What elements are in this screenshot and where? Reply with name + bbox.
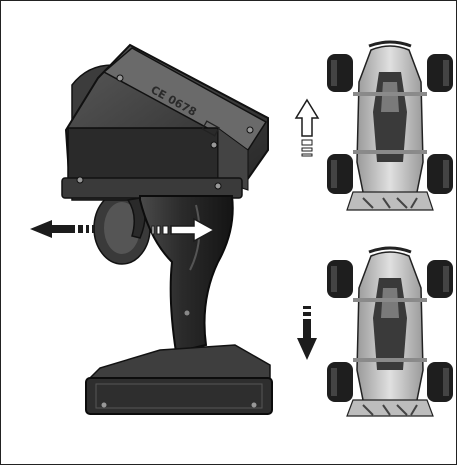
screw-icon [76, 176, 84, 184]
base-panel [95, 383, 263, 409]
screw-icon [214, 182, 222, 190]
transmitter-base [85, 377, 273, 415]
rc-transmitter: CE 0678 [61, 43, 273, 415]
steering-wheel-hub [104, 202, 140, 254]
wheel-icon [427, 362, 453, 402]
battery-cover [67, 127, 219, 181]
screw-icon [246, 126, 254, 134]
wheel-icon [427, 54, 453, 92]
base-top [86, 344, 271, 381]
rc-car-backward [327, 246, 453, 417]
label-box-icon [201, 120, 220, 137]
arrow-up-outline-icon [294, 98, 320, 157]
screw-icon [210, 141, 218, 149]
transmitter-top-face [102, 47, 268, 151]
screw-icon [101, 402, 107, 408]
arrow-down-solid-icon [297, 306, 317, 360]
wheel-icon [427, 260, 453, 298]
arrow-left-solid-icon [30, 220, 94, 238]
screw-icon [116, 74, 124, 82]
wheel-icon [427, 154, 453, 194]
rc-car-forward [327, 40, 453, 211]
arrow-right-outline-icon [151, 217, 216, 243]
grip-screw-icon [184, 310, 190, 316]
wheel-icon [327, 260, 353, 298]
wheel-icon [327, 362, 353, 402]
screw-icon [251, 402, 257, 408]
wheel-icon [327, 54, 353, 92]
transmitter-side [217, 127, 249, 191]
wheel-icon [327, 154, 353, 194]
pistol-grip [139, 195, 234, 354]
